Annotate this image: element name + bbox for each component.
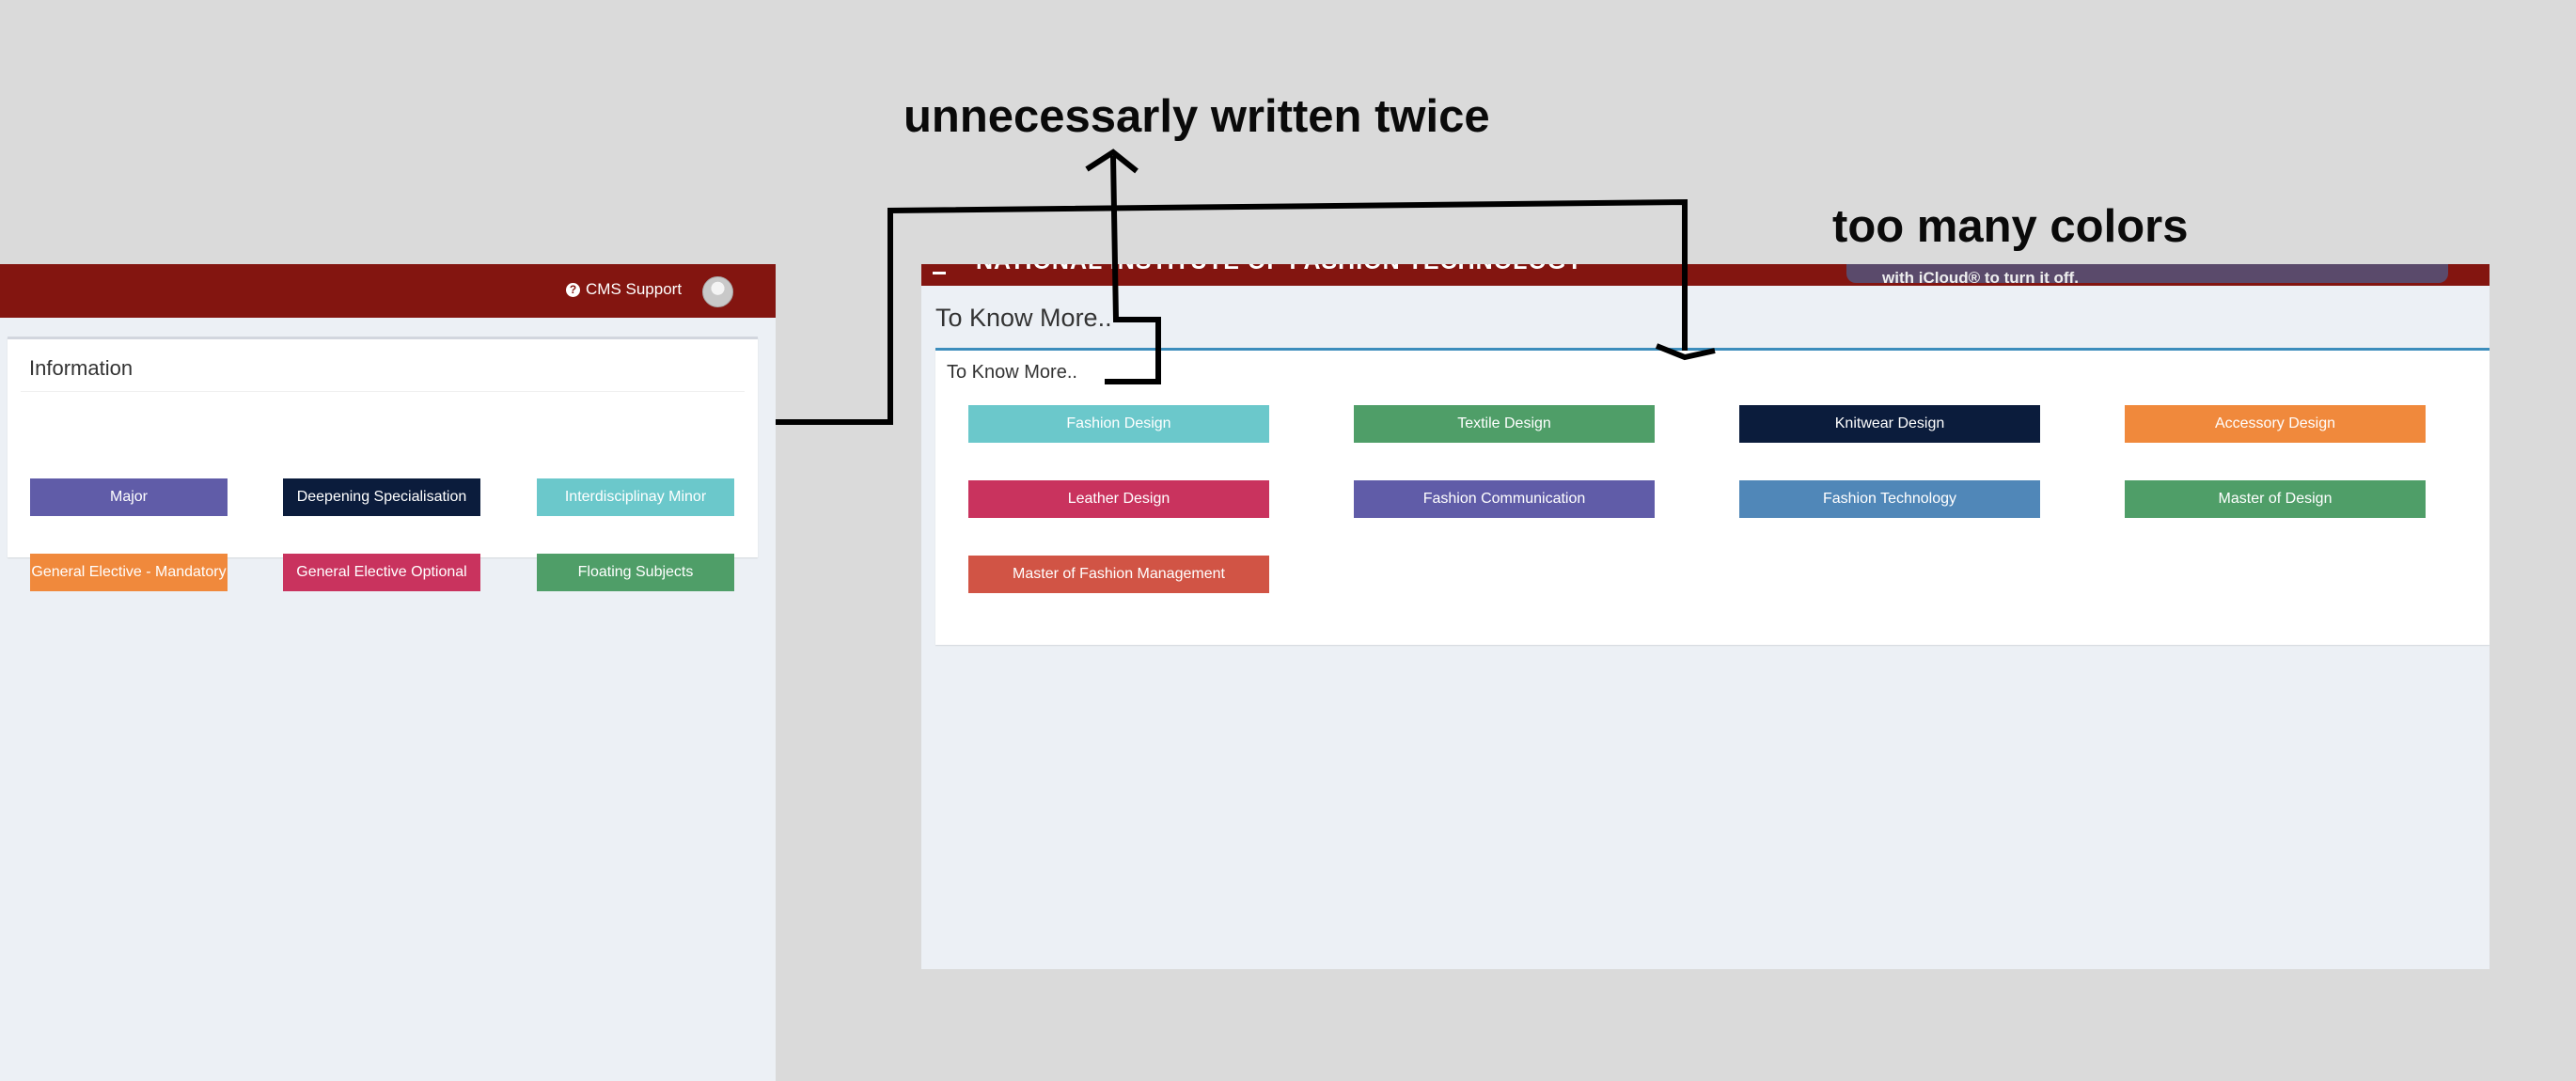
right-app-screenshot: NATIONAL INSTITUTE OF FASHION TECHNOLOGY… bbox=[921, 264, 2490, 969]
cms-support-label: CMS Support bbox=[586, 280, 683, 298]
annotation-too-many-colors: too many colors bbox=[1832, 201, 2189, 252]
top-navbar: ? CMS Support bbox=[0, 264, 776, 318]
accessory-design-button[interactable]: Accessory Design bbox=[2125, 405, 2426, 443]
fashion-technology-button[interactable]: Fashion Technology bbox=[1739, 480, 2040, 518]
page-title: To Know More.. bbox=[935, 304, 1112, 332]
question-circle-icon: ? bbox=[566, 282, 580, 297]
floating-subjects-button[interactable]: Floating Subjects bbox=[537, 554, 734, 591]
major-button[interactable]: Major bbox=[30, 478, 228, 516]
information-divider bbox=[21, 391, 745, 392]
textile-design-button[interactable]: Textile Design bbox=[1354, 405, 1655, 443]
box-title: To Know More.. bbox=[947, 362, 1077, 383]
fashion-design-button[interactable]: Fashion Design bbox=[968, 405, 1269, 443]
information-box: Information Major Deepening Specialisati… bbox=[8, 337, 758, 591]
to-know-more-box: To Know More.. Fashion Design Textile De… bbox=[935, 348, 2490, 645]
left-app-screenshot: ? CMS Support Information Major Deepenin… bbox=[0, 264, 776, 1081]
knitwear-design-button[interactable]: Knitwear Design bbox=[1739, 405, 2040, 443]
fashion-communication-button[interactable]: Fashion Communication bbox=[1354, 480, 1655, 518]
information-title: Information bbox=[29, 356, 134, 380]
arrowhead-up bbox=[1085, 149, 1139, 174]
master-of-fashion-management-button[interactable]: Master of Fashion Management bbox=[968, 556, 1269, 593]
annotation-unnecessarily-written-twice: unnecessarly written twice bbox=[903, 91, 1490, 142]
leather-design-button[interactable]: Leather Design bbox=[968, 480, 1269, 518]
general-elective-optional-button[interactable]: General Elective Optional bbox=[283, 554, 480, 591]
hamburger-menu-icon[interactable] bbox=[933, 264, 946, 274]
user-avatar-icon[interactable] bbox=[702, 276, 733, 307]
general-elective-mandatory-button[interactable]: General Elective - Mandatory bbox=[30, 554, 228, 591]
master-of-design-button[interactable]: Master of Design bbox=[2125, 480, 2426, 518]
system-notification: with iCloud® to turn it off. bbox=[1846, 264, 2448, 286]
cms-support-link[interactable]: ? CMS Support bbox=[566, 280, 682, 299]
top-navbar: NATIONAL INSTITUTE OF FASHION TECHNOLOGY… bbox=[921, 264, 2490, 286]
deepening-specialisation-button[interactable]: Deepening Specialisation bbox=[283, 478, 480, 516]
institute-title: NATIONAL INSTITUTE OF FASHION TECHNOLOGY bbox=[976, 264, 1583, 275]
interdisciplinary-minor-button[interactable]: Interdisciplinay Minor bbox=[537, 478, 734, 516]
notification-text: with iCloud® to turn it off. bbox=[1882, 269, 2079, 286]
